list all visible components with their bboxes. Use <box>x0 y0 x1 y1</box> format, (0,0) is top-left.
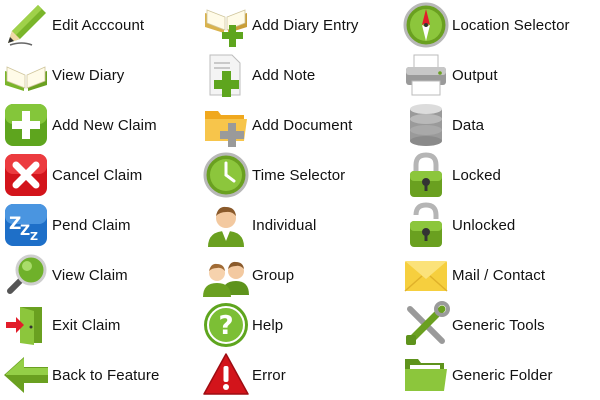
green-plus-icon <box>0 101 52 149</box>
zzz-icon: Z Z Z <box>0 201 52 249</box>
locked-label: Locked <box>452 166 501 184</box>
person-icon <box>200 201 252 249</box>
generic-tools-item[interactable]: Generic Tools <box>400 300 600 350</box>
add-note-item[interactable]: Add Note <box>200 50 400 100</box>
magnifier-icon <box>0 251 52 299</box>
help-item[interactable]: ? Help <box>200 300 400 350</box>
view-claim-item[interactable]: View Claim <box>0 250 200 300</box>
time-selector-item[interactable]: Time Selector <box>200 150 400 200</box>
location-selector-item[interactable]: Location Selector <box>400 0 600 50</box>
warning-icon <box>200 351 252 399</box>
database-icon <box>400 101 452 149</box>
add-document-label: Add Document <box>252 116 353 134</box>
group-icon <box>200 251 252 299</box>
help-label: Help <box>252 316 284 334</box>
individual-label: Individual <box>252 216 317 234</box>
exit-claim-label: Exit Claim <box>52 316 121 334</box>
book-plus-icon <box>200 1 252 49</box>
generic-folder-label: Generic Folder <box>452 366 553 384</box>
add-diary-entry-label: Add Diary Entry <box>252 16 359 34</box>
group-item[interactable]: Group <box>200 250 400 300</box>
pend-claim-item[interactable]: Z Z Z Pend Claim <box>0 200 200 250</box>
mail-contact-label: Mail / Contact <box>452 266 546 284</box>
lock-closed-icon <box>400 151 452 199</box>
back-arrow-icon <box>0 351 52 399</box>
compass-icon <box>400 1 452 49</box>
cancel-claim-item[interactable]: Cancel Claim <box>0 150 200 200</box>
svg-text:Z: Z <box>20 223 30 239</box>
group-label: Group <box>252 266 295 284</box>
edit-account-item[interactable]: Edit Acccount <box>0 0 200 50</box>
clock-icon <box>200 151 252 199</box>
back-to-feature-item[interactable]: Back to Feature <box>0 350 200 400</box>
individual-item[interactable]: Individual <box>200 200 400 250</box>
add-new-claim-item[interactable]: Add New Claim <box>0 100 200 150</box>
note-plus-icon <box>200 51 252 99</box>
help-icon: ? <box>200 301 252 349</box>
locked-item[interactable]: Locked <box>400 150 600 200</box>
exit-door-icon <box>0 301 52 349</box>
cancel-claim-label: Cancel Claim <box>52 166 143 184</box>
back-to-feature-label: Back to Feature <box>52 366 160 384</box>
error-item[interactable]: Error <box>200 350 400 400</box>
tools-icon <box>400 301 452 349</box>
svg-text:Z: Z <box>9 214 21 234</box>
view-diary-label: View Diary <box>52 66 125 84</box>
output-label: Output <box>452 66 498 84</box>
add-diary-entry-item[interactable]: Add Diary Entry <box>200 0 400 50</box>
view-diary-item[interactable]: View Diary <box>0 50 200 100</box>
pencil-icon <box>0 1 52 49</box>
pend-claim-label: Pend Claim <box>52 216 131 234</box>
svg-text:?: ? <box>218 311 233 341</box>
unlocked-label: Unlocked <box>452 216 516 234</box>
add-document-item[interactable]: Add Document <box>200 100 400 150</box>
open-book-icon <box>0 51 52 99</box>
add-note-label: Add Note <box>252 66 316 84</box>
time-selector-label: Time Selector <box>252 166 346 184</box>
red-x-icon <box>0 151 52 199</box>
exit-claim-item[interactable]: Exit Claim <box>0 300 200 350</box>
lock-open-icon <box>400 201 452 249</box>
error-label: Error <box>252 366 286 384</box>
data-label: Data <box>452 116 485 134</box>
generic-tools-label: Generic Tools <box>452 316 545 334</box>
svg-text:Z: Z <box>30 230 38 243</box>
edit-account-label: Edit Acccount <box>52 16 145 34</box>
folder-plus-icon <box>200 101 252 149</box>
envelope-icon <box>400 251 452 299</box>
add-new-claim-label: Add New Claim <box>52 116 157 134</box>
output-item[interactable]: Output <box>400 50 600 100</box>
printer-icon <box>400 51 452 99</box>
data-item[interactable]: Data <box>400 100 600 150</box>
view-claim-label: View Claim <box>52 266 128 284</box>
location-selector-label: Location Selector <box>452 16 570 34</box>
generic-folder-item[interactable]: Generic Folder <box>400 350 600 400</box>
folder-icon <box>400 351 452 399</box>
mail-contact-item[interactable]: Mail / Contact <box>400 250 600 300</box>
unlocked-item[interactable]: Unlocked <box>400 200 600 250</box>
